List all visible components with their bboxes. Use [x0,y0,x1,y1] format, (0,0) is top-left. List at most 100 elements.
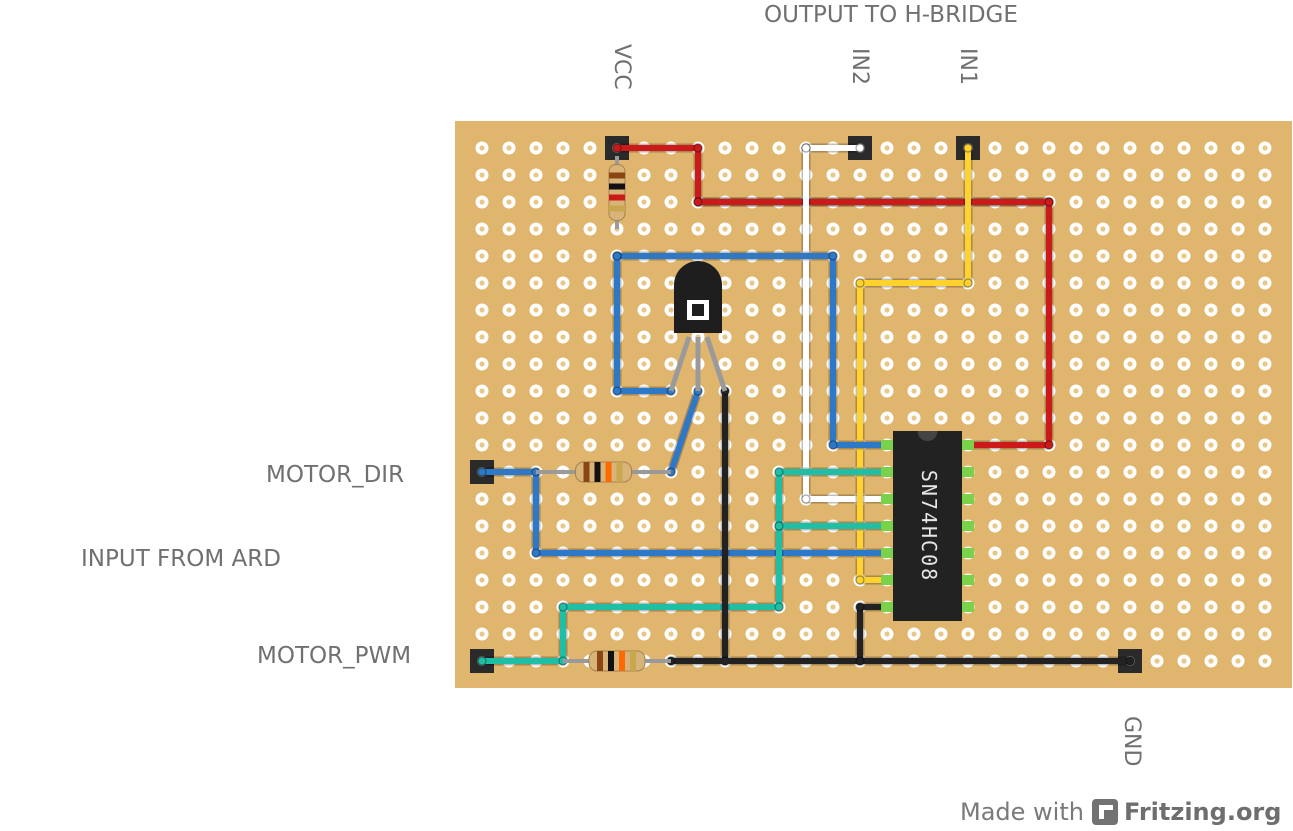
board-hole-center [1154,658,1160,664]
board-hole-center [776,631,782,637]
transistor-leg [704,336,728,392]
board-hole-center [641,577,647,583]
board-hole-center [506,442,512,448]
board-hole-center [1262,604,1268,610]
board-hole-center [1235,388,1241,394]
board-hole-center [479,253,485,259]
black-wire-chip-gnd-end [855,602,865,612]
board-hole-center [695,415,701,421]
board-hole-center [1100,523,1106,529]
board-hole-center [560,199,566,205]
board-hole-center [1127,415,1133,421]
board-hole-center [857,226,863,232]
teal-wire-pwm-end [774,467,784,477]
board-hole-center [776,415,782,421]
board-hole-center [587,388,593,394]
board-hole-center [1208,577,1214,583]
board-hole-center [1181,631,1187,637]
board-hole-center [965,631,971,637]
board-hole-center [1181,253,1187,259]
transistor [668,261,728,392]
board-hole-center [884,253,890,259]
board-hole-center [1262,307,1268,313]
board-hole-center [1019,226,1025,232]
board-hole-center [1235,658,1241,664]
board-hole-center [587,307,593,313]
board-hole-center [722,280,728,286]
ic-pin-right [962,494,974,504]
yellow-wire-in1-end [963,143,973,153]
board-hole-center [830,226,836,232]
board-hole-center [1100,280,1106,286]
board-hole-center [587,361,593,367]
board-hole-center [938,226,944,232]
board-hole-center [749,226,755,232]
transistor-marking-inner [692,304,704,316]
board-hole-center [533,604,539,610]
board-hole-center [479,550,485,556]
board-hole-center [1181,442,1187,448]
board-hole-center [641,307,647,313]
board-hole-center [938,253,944,259]
board-hole-center [614,523,620,529]
board-hole-center [533,253,539,259]
components: SN74HC08 [536,156,974,672]
board-hole-center [668,496,674,502]
board-hole-center [587,199,593,205]
board-hole-center [1154,334,1160,340]
board-hole-center [884,226,890,232]
board-hole-center [587,415,593,421]
board-hole-center [1127,199,1133,205]
board-hole-center [1019,415,1025,421]
black-wire-chip-gnd-end [855,656,865,666]
board-hole-center [1181,496,1187,502]
ic-pin-left [881,440,893,450]
board-hole-center [614,415,620,421]
board-hole-center [1019,145,1025,151]
motor-pwm-label: MOTOR_PWM [257,643,412,669]
resistor-pwm-band [619,651,625,671]
board-hole-center [803,604,809,610]
board-hole-center [938,388,944,394]
board-hole-center [533,442,539,448]
board-hole-center [695,631,701,637]
board-hole-center [1262,496,1268,502]
board-hole-center [1208,496,1214,502]
board-hole-center [749,361,755,367]
board-hole-center [1154,388,1160,394]
board-hole-center [506,172,512,178]
board-hole-center [1181,307,1187,313]
board-hole-center [722,145,728,151]
blue-wire-top-end [828,440,838,450]
teal-wire-pwm-end [558,602,568,612]
board-hole-center [965,361,971,367]
board-hole-center [1073,388,1079,394]
board-hole-center [911,307,917,313]
board-hole-center [695,523,701,529]
board-hole-center [1046,523,1052,529]
board-hole-center [641,361,647,367]
board-hole-center [1127,442,1133,448]
board-hole-center [1208,388,1214,394]
board-hole-center [1127,172,1133,178]
board-hole-center [506,496,512,502]
board-hole-center [1262,631,1268,637]
board-hole-center [1100,577,1106,583]
board-hole-center [479,334,485,340]
board-hole-center [1100,550,1106,556]
ic-pin-left [881,602,893,612]
board-hole-center [533,361,539,367]
board-hole-center [533,307,539,313]
transistor-body [674,261,722,333]
teal-wire-pwm [479,469,890,664]
board-hole-center [1154,415,1160,421]
board-hole-center [533,145,539,151]
board-hole-center [641,199,647,205]
board-hole-center [1181,658,1187,664]
board-hole-center [911,226,917,232]
board-hole-center [1235,226,1241,232]
board-hole-center [560,334,566,340]
red-wire-vcc-chip-end [1044,440,1054,450]
